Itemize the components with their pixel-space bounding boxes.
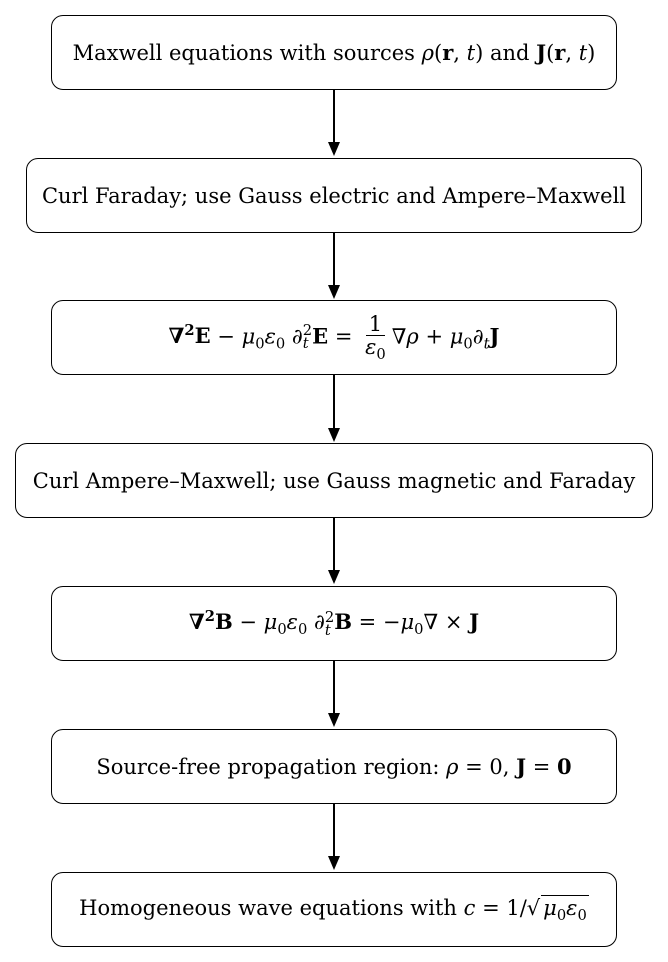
step-2-label: Curl Faraday; use Gauss electric and Amp… (41, 183, 627, 208)
step-4-box: Curl Ampere–Maxwell; use Gauss magnetic … (15, 443, 653, 518)
step-4-label: Curl Ampere–Maxwell; use Gauss magnetic … (32, 468, 636, 493)
step-1-box: Maxwell equations with sources ρ(r, t) a… (51, 15, 617, 90)
step-7-box: Homogeneous wave equations with c = 1/√μ… (51, 872, 617, 947)
step-7-label: Homogeneous wave equations with c = 1/√μ… (79, 894, 589, 925)
step-1-label: Maxwell equations with sources ρ(r, t) a… (72, 40, 596, 65)
step-6-box: Source-free propagation region: ρ = 0, J… (51, 729, 617, 804)
step-2-box: Curl Faraday; use Gauss electric and Amp… (26, 158, 642, 233)
step-6-label: Source-free propagation region: ρ = 0, J… (96, 754, 572, 779)
